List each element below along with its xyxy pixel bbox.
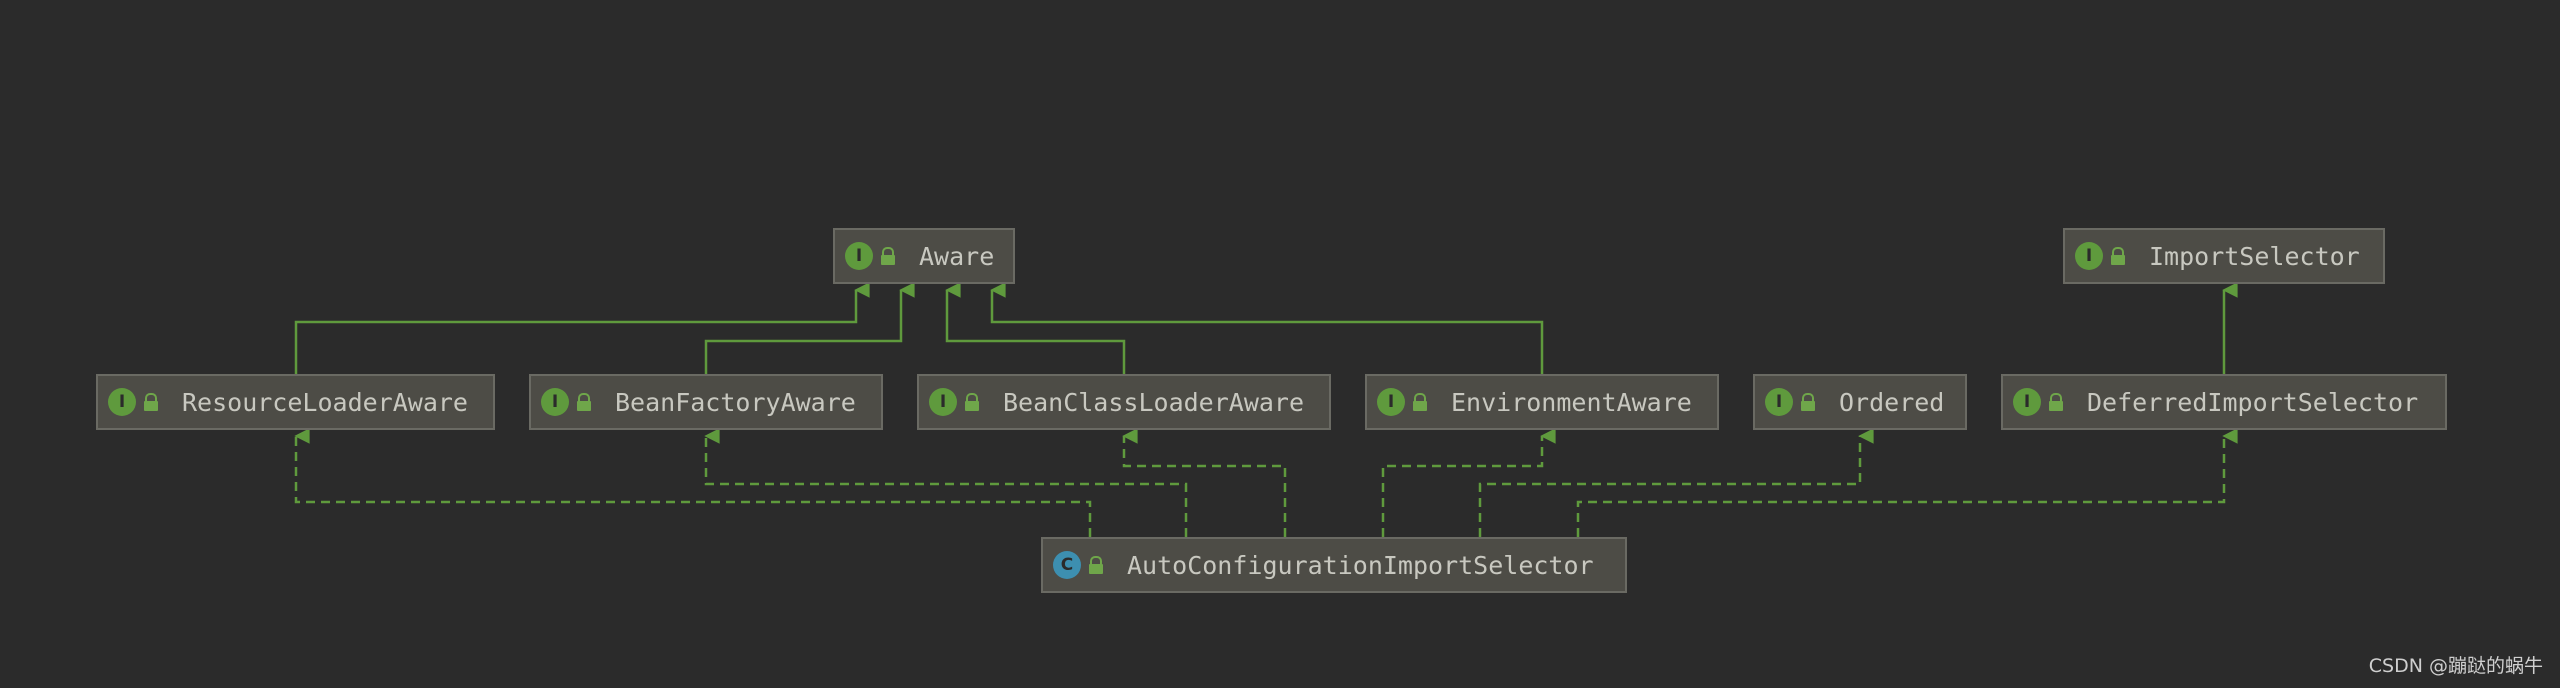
lock-icon	[1413, 393, 1429, 411]
interface-badge-icon: I	[108, 388, 136, 416]
edge-bean-factory-aware-to-aware	[704, 290, 901, 374]
node-import-selector[interactable]: I ImportSelector	[2063, 228, 2385, 284]
lock-icon	[1089, 556, 1105, 574]
interface-badge-icon: I	[845, 242, 873, 270]
interface-badge-icon: I	[1377, 388, 1405, 416]
node-label: EnvironmentAware	[1451, 387, 1692, 417]
node-label: ImportSelector	[2149, 241, 2360, 271]
lock-icon	[2049, 393, 2065, 411]
node-ordered[interactable]: I Ordered	[1753, 374, 1967, 430]
node-deferred-import-selector[interactable]: I DeferredImportSelector	[2001, 374, 2447, 430]
node-label: Aware	[919, 241, 995, 271]
node-label: BeanFactoryAware	[615, 387, 856, 417]
edge-auto-configuration-import-selector-to-ordered	[1478, 436, 1860, 537]
edge-auto-configuration-import-selector-to-resource-loader-aware	[296, 436, 1092, 537]
interface-badge-icon: I	[2013, 388, 2041, 416]
lock-icon	[577, 393, 593, 411]
node-resource-loader-aware[interactable]: I ResourceLoaderAware	[96, 374, 495, 430]
lock-icon	[965, 393, 981, 411]
node-aware[interactable]: I Aware	[833, 228, 1015, 284]
lock-icon	[144, 393, 160, 411]
node-bean-factory-aware[interactable]: I BeanFactoryAware	[529, 374, 883, 430]
watermark: CSDN @蹦跶的蜗牛	[2368, 655, 2543, 677]
edge-bean-class-loader-aware-to-aware	[947, 290, 1126, 374]
interface-badge-icon: I	[2075, 242, 2103, 270]
class-badge-icon: C	[1053, 551, 1081, 579]
interface-badge-icon: I	[929, 388, 957, 416]
node-label: Ordered	[1839, 387, 1945, 417]
edge-auto-configuration-import-selector-to-bean-factory-aware	[706, 436, 1188, 537]
node-label: ResourceLoaderAware	[182, 387, 468, 417]
lock-icon	[881, 247, 897, 265]
edge-auto-configuration-import-selector-to-environment-aware	[1381, 436, 1542, 537]
edge-resource-loader-aware-to-aware	[294, 290, 856, 374]
edge-environment-aware-to-aware	[992, 290, 1544, 374]
interface-badge-icon: I	[541, 388, 569, 416]
edge-auto-configuration-import-selector-to-bean-class-loader-aware	[1124, 436, 1287, 537]
node-label: DeferredImportSelector	[2087, 387, 2419, 417]
node-label: AutoConfigurationImportSelector	[1127, 550, 1594, 580]
node-bean-class-loader-aware[interactable]: I BeanClassLoaderAware	[917, 374, 1331, 430]
node-auto-configuration-import-selector[interactable]: C AutoConfigurationImportSelector	[1041, 537, 1627, 593]
node-label: BeanClassLoaderAware	[1003, 387, 1305, 417]
edge-auto-configuration-import-selector-to-deferred-import-selector	[1576, 436, 2224, 537]
lock-icon	[2111, 247, 2127, 265]
interface-badge-icon: I	[1765, 388, 1793, 416]
node-environment-aware[interactable]: I EnvironmentAware	[1365, 374, 1719, 430]
lock-icon	[1801, 393, 1817, 411]
